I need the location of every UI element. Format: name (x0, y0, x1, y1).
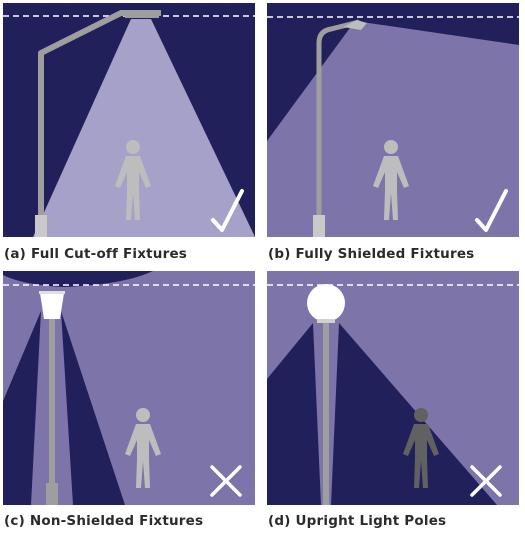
caption-d: (d) Upright Light Poles (268, 513, 447, 529)
lantern-lamp (40, 293, 64, 319)
upward-light-region (3, 271, 153, 287)
globe-lamp (307, 284, 345, 322)
street-light-pole (316, 19, 360, 237)
panel-upright-light-poles (267, 271, 519, 505)
pole-shadow-right (331, 323, 497, 505)
light-beam (33, 19, 255, 237)
pole-shadow-left (267, 323, 321, 505)
pole-shadow-left (3, 311, 41, 505)
pedestrian-icon (403, 408, 439, 488)
fully-shielded-illustration (267, 3, 519, 237)
pole-base (46, 483, 58, 505)
full-cutoff-illustration (3, 3, 255, 237)
check-mark-icon (211, 189, 244, 232)
panel-full-cutoff (3, 3, 255, 237)
upright-light-poles-illustration (267, 271, 519, 505)
lantern-cap (39, 291, 65, 294)
non-shielded-illustration (3, 271, 255, 505)
cross-mark-icon (470, 465, 502, 497)
caption-b: (b) Fully Shielded Fixtures (268, 246, 475, 262)
caption-a: (a) Full Cut-off Fixtures (4, 246, 188, 262)
cross-mark-icon (210, 465, 242, 497)
lamp-head (343, 20, 367, 30)
check-mark-icon (475, 189, 508, 232)
caption-c: (c) Non-Shielded Fixtures (4, 513, 204, 529)
pole-base (35, 215, 47, 237)
panel-fully-shielded (267, 3, 519, 237)
pedestrian-icon (115, 140, 151, 220)
pole-base (313, 215, 325, 237)
pedestrian-icon (125, 408, 161, 488)
pole-shadow-right (61, 311, 125, 505)
light-spread (267, 21, 519, 237)
globe-collar (317, 319, 335, 323)
street-light-pole (49, 317, 55, 505)
lamp-head (125, 12, 159, 18)
street-light-pole (323, 317, 329, 505)
pedestrian-icon (373, 140, 409, 220)
panel-non-shielded (3, 271, 255, 505)
